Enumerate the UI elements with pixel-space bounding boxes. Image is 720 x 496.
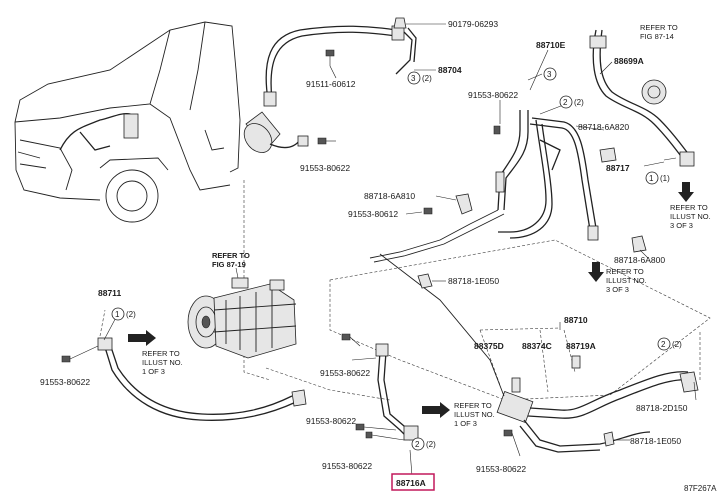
callout-1-b: 1 [115, 310, 120, 319]
callout-1-a: 1 [649, 174, 654, 183]
accumulator [243, 111, 309, 153]
pipe-88710 [379, 253, 699, 453]
callout-3-b: 3 [547, 70, 552, 79]
label-88704: 88704 [438, 65, 462, 75]
clamp-6a810 [455, 193, 473, 215]
label-88718-6a800: 88718-6A800 [614, 255, 665, 265]
reference-notes: REFER TO FIG 87-14 REFER TO FIG 87-19 RE… [142, 23, 711, 428]
callout-3-a: 3 [411, 74, 416, 83]
label-91553-b: 91553-80622 [468, 90, 518, 100]
callout-q2-b: (2) [574, 98, 584, 107]
bolts-top [317, 49, 501, 215]
label-91553-f: 91553-80622 [306, 416, 356, 426]
ref-illust-right-l2: ILLUST NO. [670, 212, 711, 221]
callout-2-b: 2 [661, 340, 666, 349]
callout-2-c: 2 [415, 440, 420, 449]
hose-88704 [263, 17, 417, 107]
leader-lines [103, 23, 697, 477]
hose-88711 [61, 337, 307, 421]
label-91553-d: 91553-80622 [40, 377, 90, 387]
label-91553-a: 91553-80622 [300, 163, 350, 173]
ref-illust-left-l2: ILLUST NO. [142, 358, 183, 367]
ref-illust-mid-l2: ILLUST NO. [606, 276, 647, 285]
ref-fig87-14-l1: REFER TO [640, 23, 678, 32]
ref-illust-left-l3: 1 OF 3 [142, 367, 165, 376]
diagram-id: 87F267A [684, 484, 717, 493]
callout-2-a: 2 [563, 98, 568, 107]
ref-illust-mid-l1: REFER TO [606, 267, 644, 276]
label-88699a: 88699A [614, 56, 644, 66]
ref-fig87-14-l2: FIG 87-14 [640, 32, 674, 41]
hose-88717 [589, 29, 695, 253]
label-88716a: 88716A [396, 478, 426, 488]
callout-q2-a: (2) [422, 74, 432, 83]
label-88718-1e050-b: 88718-1E050 [630, 436, 681, 446]
reference-arrows [128, 182, 694, 418]
callout-circles [111, 67, 671, 451]
label-90179: 90179-06293 [448, 19, 498, 29]
label-91553-h: 91553-80622 [476, 464, 526, 474]
label-91511: 91511-60612 [306, 79, 356, 89]
ref-fig87-19-l1: REFER TO [212, 251, 250, 260]
label-88710: 88710 [564, 315, 588, 325]
label-91553-c: 91553-80612 [348, 209, 398, 219]
ref-illust-right-l1: REFER TO [670, 203, 708, 212]
label-88718-6a820: 88718-6A820 [578, 122, 629, 132]
ref-illust-right-l3: 3 OF 3 [670, 221, 693, 230]
label-88711: 88711 [98, 288, 121, 298]
label-88718-1e050-a: 88718-1E050 [448, 276, 499, 286]
pipe-88710e [369, 110, 599, 263]
label-91553-e: 91553-80622 [320, 368, 370, 378]
label-91553-g: 91553-80622 [322, 461, 372, 471]
label-88718-2d150: 88718-2D150 [636, 403, 688, 413]
label-88710e: 88710E [536, 40, 566, 50]
highlighted-part-88716a[interactable]: 88716A [391, 473, 435, 491]
ref-illust-left-l1: REFER TO [142, 349, 180, 358]
callout-q2-d: (2) [672, 340, 682, 349]
callout-q2-e: (2) [426, 440, 436, 449]
label-88375d: 88375D [474, 341, 504, 351]
ref-fig87-19-l2: FIG 87-19 [212, 260, 246, 269]
compressor [187, 277, 297, 359]
ref-illust-bottom-l2: ILLUST NO. [454, 410, 495, 419]
bolt-1e050 [417, 273, 433, 289]
label-88374c: 88374C [522, 341, 552, 351]
label-88719a: 88719A [566, 341, 596, 351]
vehicle-illustration [14, 21, 241, 223]
part-labels: 90179-06293 88704 91511-60612 91553-8062… [40, 19, 717, 493]
ref-illust-bottom-l3: 1 OF 3 [454, 419, 477, 428]
callout-q1-a: (1) [660, 174, 670, 183]
ref-illust-mid-l3: 3 OF 3 [606, 285, 629, 294]
label-88718-6a810: 88718-6A810 [364, 191, 415, 201]
ref-illust-bottom-l1: REFER TO [454, 401, 492, 410]
callout-numbers: 3 (2) 3 2 (2) 1 (1) 1 (2) 2 (2) 2 (2) [115, 70, 682, 449]
callout-q2-c: (2) [126, 310, 136, 319]
label-88717: 88717 [606, 163, 630, 173]
hose-88716a [341, 333, 419, 441]
